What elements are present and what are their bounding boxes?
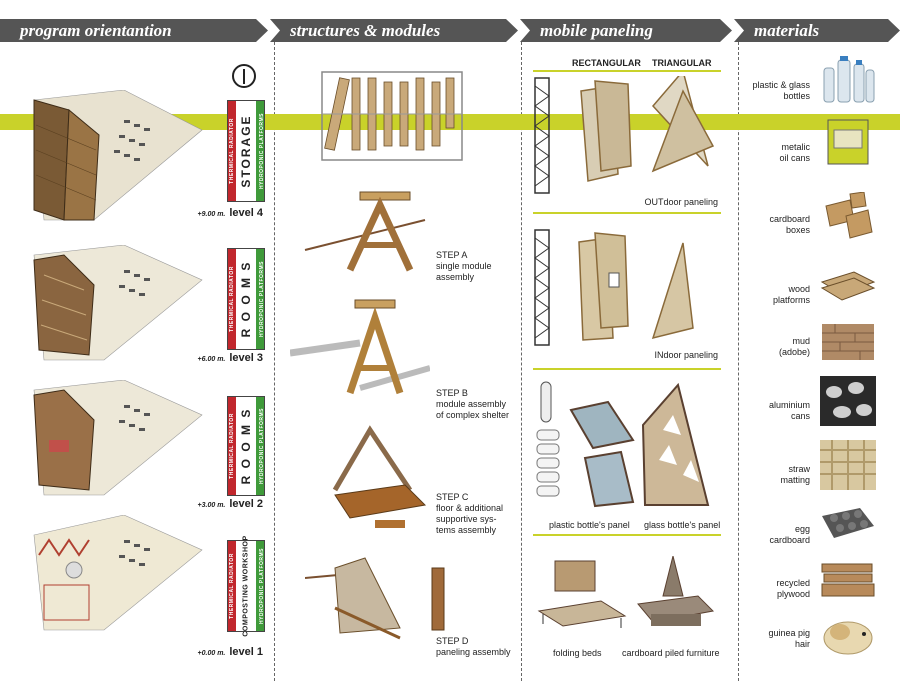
level-4-program-panel: THERMICAL RADIATOR STORAGE HYDROPONIC PL… — [227, 100, 265, 202]
header-paneling: mobile paneling — [520, 19, 732, 42]
level-3-radiator-label: THERMICAL RADIATOR — [229, 266, 235, 332]
material-mud-label: mud(adobe) — [778, 336, 810, 357]
col-triangular-label: TRIANGULAR — [652, 58, 712, 68]
aluminium-cans-thumbnail — [820, 376, 876, 426]
level-1-radiator-label: THERMICAL RADIATOR — [229, 553, 235, 619]
col-rectangular-label: RECTANGULAR — [572, 58, 641, 68]
separator-3 — [738, 42, 739, 681]
level-2-hydroponic-label: HYDROPONIC PLATFORMS — [259, 407, 265, 485]
folding-beds-label: folding beds — [553, 648, 602, 658]
step-d-label: STEP D paneling assembly — [436, 636, 511, 657]
bottle-panels-drawing — [536, 381, 710, 508]
level-1-program-panel: THERMICAL RADIATOR COMPOSTING WORKSHOP H… — [227, 535, 265, 637]
outdoor-panel-drawing — [534, 76, 715, 194]
level-4-label: +9.00 m.level 4 — [197, 207, 263, 219]
guinea-pig-hair-thumbnail — [823, 621, 873, 655]
bottles-thumbnail — [823, 56, 875, 103]
level-4-main-label: STORAGE — [239, 114, 253, 188]
paneling-divider-3 — [533, 534, 721, 536]
level-1-main-label: COMPOSTING WORKSHOP — [242, 535, 250, 637]
level-2-label: +3.00 m.level 2 — [197, 498, 263, 510]
plastic-bottle-panel-label: plastic bottle's panel — [549, 520, 630, 530]
north-orientation-icon — [232, 64, 256, 88]
level-2-main-label: R O O M S — [239, 407, 253, 485]
building-level-3-drawing — [33, 245, 203, 361]
separator-2 — [521, 42, 522, 681]
paneling-divider-2 — [533, 368, 721, 370]
glass-bottle-panel-label: glass bottle's panel — [644, 520, 721, 530]
cardboard-thumbnail — [825, 192, 873, 239]
level-4-hydroponic-label: HYDROPONIC PLATFORMS — [259, 112, 265, 190]
header-structures: structures & modules — [270, 19, 518, 42]
furniture-drawing — [537, 556, 715, 628]
outdoor-paneling-label: OUTdoor paneling — [644, 197, 718, 207]
level-3-main-label: R O O M S — [239, 260, 253, 338]
header-program: program orientantion — [0, 19, 268, 42]
cardboard-furniture-label: cardboard piled furniture — [622, 648, 720, 658]
separator-1 — [274, 42, 275, 681]
level-2-radiator-label: THERMICAL RADIATOR — [229, 413, 235, 479]
level-2-program-panel: THERMICAL RADIATOR R O O M S HYDROPONIC … — [227, 396, 265, 496]
level-1-label: +0.00 m.level 1 — [197, 646, 263, 658]
recycled-plywood-thumbnail — [821, 563, 875, 597]
level-1-hydroponic-label: HYDROPONIC PLATFORMS — [259, 547, 265, 625]
wood-platforms-thumbnail — [820, 271, 876, 301]
building-level-1-drawing — [33, 515, 203, 631]
step-a-drawing — [304, 191, 426, 272]
indoor-paneling-label: INdoor paneling — [654, 350, 718, 360]
paneling-divider-top — [533, 70, 721, 72]
header-materials: materials — [734, 19, 900, 42]
step-d-drawing — [305, 557, 445, 640]
paneling-divider-1 — [533, 212, 721, 214]
straw-matting-thumbnail — [820, 440, 876, 490]
modules-sprue-kit-drawing — [321, 71, 463, 161]
building-level-4-drawing — [33, 90, 203, 221]
level-4-radiator-label: THERMICAL RADIATOR — [229, 118, 235, 184]
oil-cans-thumbnail — [827, 119, 869, 165]
indoor-panel-drawing — [534, 229, 694, 346]
step-c-drawing — [332, 425, 427, 528]
level-3-program-panel: THERMICAL RADIATOR R O O M S HYDROPONIC … — [227, 248, 265, 350]
level-3-hydroponic-label: HYDROPONIC PLATFORMS — [259, 260, 265, 338]
egg-cardboard-thumbnail — [822, 508, 874, 538]
step-b-drawing — [290, 299, 430, 395]
mud-adobe-thumbnail — [822, 324, 874, 360]
building-level-2-drawing — [33, 380, 203, 496]
level-3-label: +6.00 m.level 3 — [197, 352, 263, 364]
